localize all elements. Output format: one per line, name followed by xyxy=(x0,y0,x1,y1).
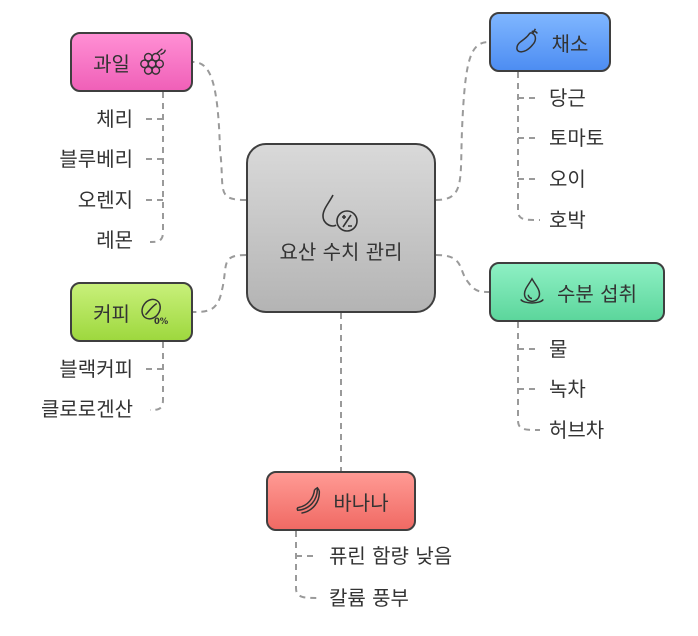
link-center-fruit xyxy=(192,61,247,201)
branch-water: 수분 섭취 xyxy=(489,262,665,322)
eggplant-icon xyxy=(512,26,544,58)
banana-item-1: 퓨린 함량 낮음 xyxy=(329,544,453,568)
link-fruit-stem xyxy=(149,92,164,243)
link-banana-stem xyxy=(295,531,319,599)
water-item-1: 물 xyxy=(549,337,568,361)
banana-icon xyxy=(293,485,325,517)
link-center-veg xyxy=(435,41,490,201)
veg-item-2: 토마토 xyxy=(549,126,605,150)
veg-label: 채소 xyxy=(551,31,589,56)
water-label: 수분 섭취 xyxy=(557,281,637,306)
link-water-stem xyxy=(517,322,541,431)
branch-banana: 바나나 xyxy=(266,471,416,531)
coffee-bean-icon: 0% xyxy=(138,296,170,328)
veg-item-3: 오이 xyxy=(549,167,586,191)
water-item-2: 녹차 xyxy=(549,377,586,401)
water-drop-icon xyxy=(517,276,549,308)
grapes-icon xyxy=(138,46,170,78)
link-veg-stem xyxy=(517,72,541,221)
coffee-item-2: 클로로겐산 xyxy=(41,397,133,421)
branch-coffee: 커피 0% xyxy=(70,282,193,342)
branch-fruit: 과일 xyxy=(70,32,193,92)
banana-item-2: 칼륨 풍부 xyxy=(329,586,409,610)
water-item-3: 허브차 xyxy=(549,418,605,442)
uric-acid-drop-icon xyxy=(319,191,363,235)
fruit-item-1: 체리 xyxy=(96,107,133,131)
center-node: 요산 수치 관리 xyxy=(246,143,436,313)
center-label: 요산 수치 관리 xyxy=(279,240,403,264)
link-center-water xyxy=(435,254,490,293)
coffee-label: 커피 xyxy=(93,301,130,326)
veg-item-1: 당근 xyxy=(549,86,586,110)
veg-item-4: 호박 xyxy=(549,208,586,232)
fruit-item-4: 레몬 xyxy=(96,228,133,252)
svg-text:0%: 0% xyxy=(154,316,168,326)
branch-vegetable: 채소 xyxy=(489,12,611,72)
coffee-item-1: 블랙커피 xyxy=(59,357,133,381)
link-center-coffee xyxy=(192,254,247,313)
banana-label: 바나나 xyxy=(333,490,389,515)
fruit-item-2: 블루베리 xyxy=(59,147,133,171)
fruit-item-3: 오렌지 xyxy=(77,188,133,212)
link-coffee-stem xyxy=(149,342,164,411)
fruit-label: 과일 xyxy=(93,51,130,76)
